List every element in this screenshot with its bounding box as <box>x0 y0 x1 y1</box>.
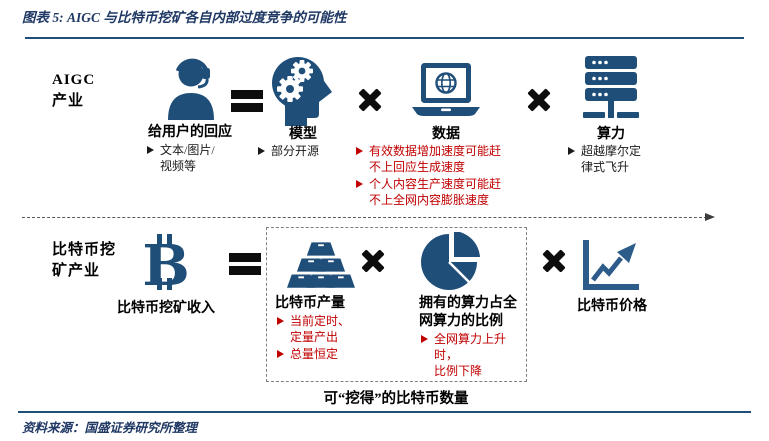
item-label-mining-revenue: 比特币挖矿收入 <box>117 301 215 316</box>
multiply-operator <box>361 249 385 273</box>
equals-operator <box>229 251 261 277</box>
aigc-row-label: AIGC 产业 <box>52 72 96 109</box>
source-note: 资料来源：国盛证券研究所整理 <box>22 421 198 435</box>
multiply-operator <box>527 88 551 112</box>
bullet-list-model: 部分开源 <box>258 143 358 160</box>
footer-divider <box>18 411 751 413</box>
group-box-caption: 可“挖得”的比特币数量 <box>323 391 469 407</box>
item-label-compute: 算力 <box>597 127 625 142</box>
arrow-bullet-icon <box>258 146 265 155</box>
bitcoin-symbol-icon: B <box>137 228 195 296</box>
gold-bars-icon <box>287 240 355 292</box>
bitcoin-row-label: 比特币挖 矿产业 <box>52 242 117 279</box>
item-label-model: 模型 <box>289 127 317 142</box>
arrow-bullet-icon <box>356 146 363 155</box>
equals-operator <box>231 88 263 114</box>
arrow-bullet-icon <box>421 334 428 343</box>
figure-title: 图表 5: AIGC 与比特币挖矿各自内部过度竞争的可能性 <box>22 10 347 25</box>
pie-chart-icon <box>421 232 481 292</box>
server-stack-icon <box>579 56 643 126</box>
arrow-bullet-icon <box>568 146 575 155</box>
bullet-list-user-response: 文本/图片/ 视频等 <box>147 142 257 175</box>
arrow-bullet-icon <box>277 316 284 325</box>
user-headset-icon <box>157 58 223 122</box>
multiply-operator <box>542 249 566 273</box>
bullet-text: 超越摩尔定 律式飞升 <box>581 144 642 175</box>
bullet-text: 部分开源 <box>271 144 320 158</box>
title-divider <box>25 37 744 39</box>
laptop-globe-icon <box>411 62 481 120</box>
arrow-bullet-icon <box>277 349 284 358</box>
bullet-text: 总量恒定 <box>290 347 339 362</box>
row-divider-arrow <box>22 212 715 221</box>
multiply-operator <box>358 88 382 112</box>
arrow-bullet-icon <box>356 179 363 188</box>
item-label-user-response: 给用户的回应 <box>148 125 232 140</box>
item-label-hashrate-share: 拥有的算力占全 网算力的比例 <box>419 296 517 329</box>
bullet-text: 有效数据增加速度可能赶 不上回应生成速度 <box>369 144 502 175</box>
item-label-btc-output: 比特币产量 <box>275 296 345 311</box>
price-chart-icon <box>581 238 643 292</box>
arrow-bullet-icon <box>147 145 154 154</box>
bullet-text: 全网算力上升时， 比例下降 <box>434 332 507 379</box>
bullet-text: 当前定时、 定量产出 <box>290 314 351 345</box>
mineable-quantity-group-box <box>266 227 527 382</box>
item-label-btc-price: 比特币价格 <box>577 299 647 314</box>
bullet-text: 文本/图片/ 视频等 <box>160 143 215 174</box>
head-gears-icon <box>271 56 335 126</box>
item-label-data: 数据 <box>432 127 460 142</box>
bullet-list-hashrate-share: 全网算力上升时， 比例下降 <box>421 331 526 380</box>
bullet-list-btc-output: 当前定时、 定量产出 总量恒定 <box>277 313 373 363</box>
svg-text:B: B <box>142 233 189 296</box>
bullet-list-data: 有效数据增加速度可能赶 不上回应生成速度 个人内容生产速度可能赶 不上全网内容膨… <box>356 143 546 209</box>
bullet-text: 个人内容生产速度可能赶 不上全网内容膨胀速度 <box>369 177 502 208</box>
bullet-list-compute: 超越摩尔定 律式飞升 <box>568 143 678 176</box>
